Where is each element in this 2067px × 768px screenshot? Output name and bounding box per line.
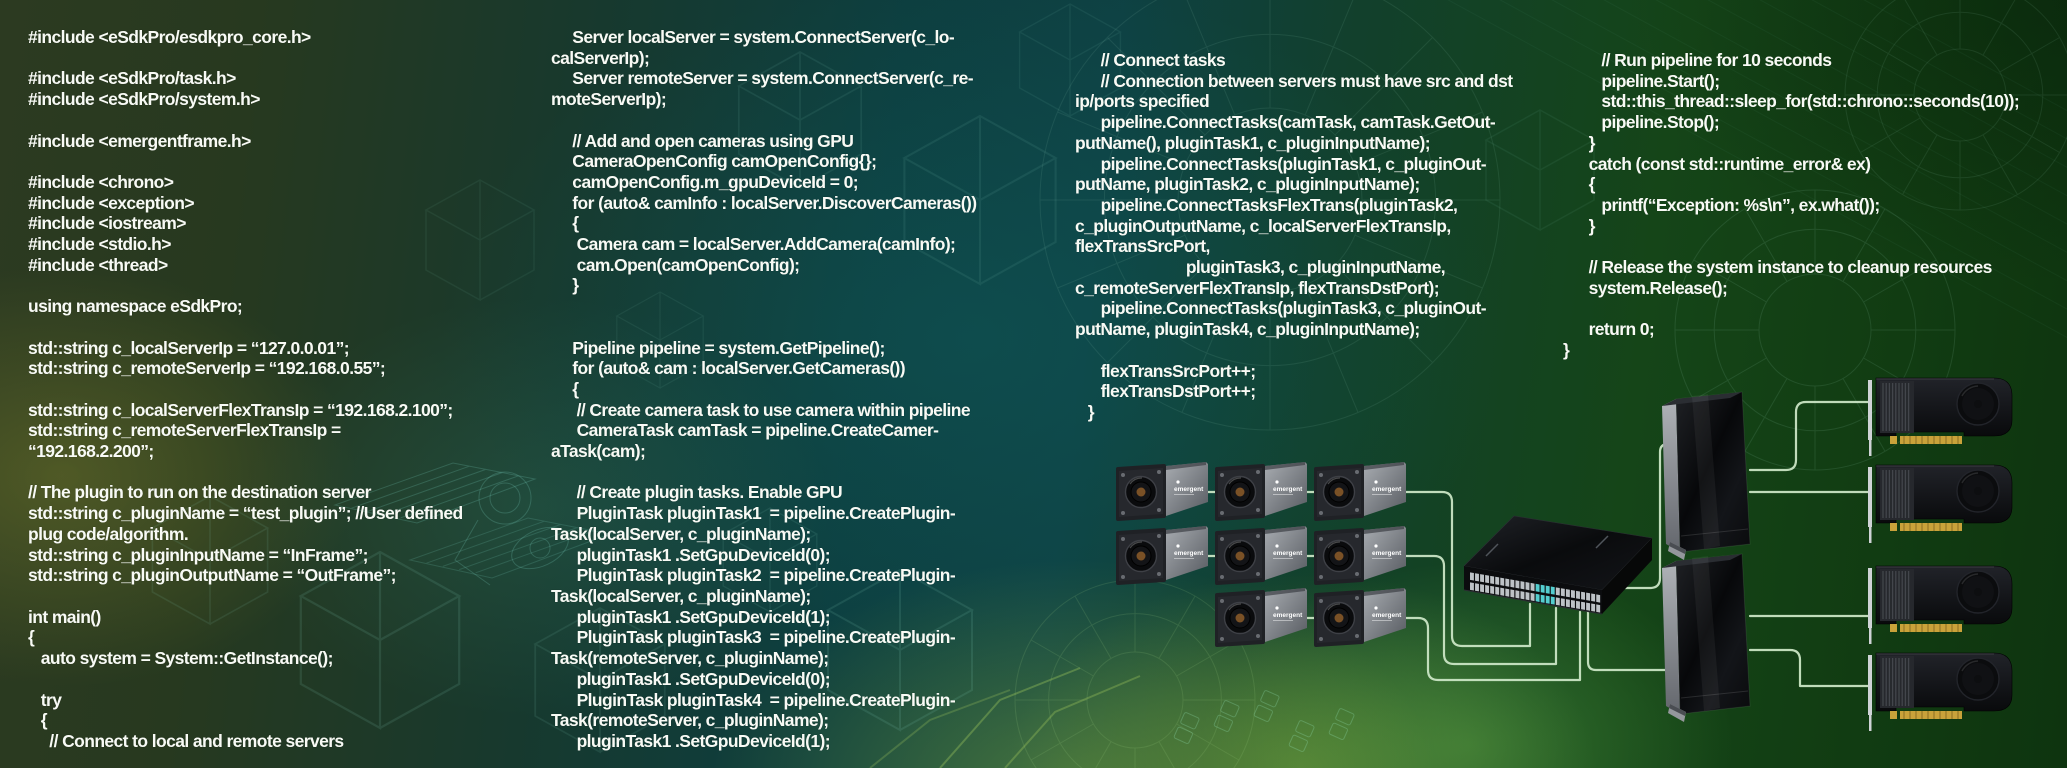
circuit-pads-art [1173, 690, 1355, 752]
lime-trace-art [869, 667, 1141, 768]
code-column-4: // Run pipeline for 10 seconds pipeline.… [1563, 50, 2020, 360]
diagonal-lattice-art [1447, 0, 2067, 339]
camera-illustration [1313, 525, 1407, 586]
camera-illustration [1115, 461, 1209, 522]
camera-illustration [1214, 525, 1308, 586]
camera-illustration [1214, 461, 1308, 522]
server-tower-illustration [1661, 391, 1751, 561]
camera-illustration [1214, 587, 1308, 648]
keyboard-grid-art [333, 462, 612, 579]
server-tower-illustration [1661, 553, 1751, 723]
network-switch-illustration [1463, 515, 1653, 615]
camera-grid [1115, 461, 1407, 648]
gpu-card-illustration [1867, 464, 2013, 544]
gpu-card-illustration [1867, 652, 2013, 732]
gpu-card-illustration [1867, 377, 2013, 457]
gpu-card-illustration [1867, 565, 2013, 645]
camera-illustration [1313, 587, 1407, 648]
switch-ports [1470, 572, 1601, 613]
code-column-2: Server localServer = system.ConnectServe… [551, 27, 977, 751]
camera-illustration [1115, 525, 1209, 586]
camera-illustration [1313, 461, 1407, 522]
wireframe-wheel-art [1014, 0, 2067, 768]
wireframe-lens-art [454, 471, 569, 586]
code-column-1: #include <eSdkPro/esdkpro_core.h> #inclu… [28, 27, 463, 751]
code-column-3: // Connect tasks // Connection between s… [1075, 50, 1513, 422]
